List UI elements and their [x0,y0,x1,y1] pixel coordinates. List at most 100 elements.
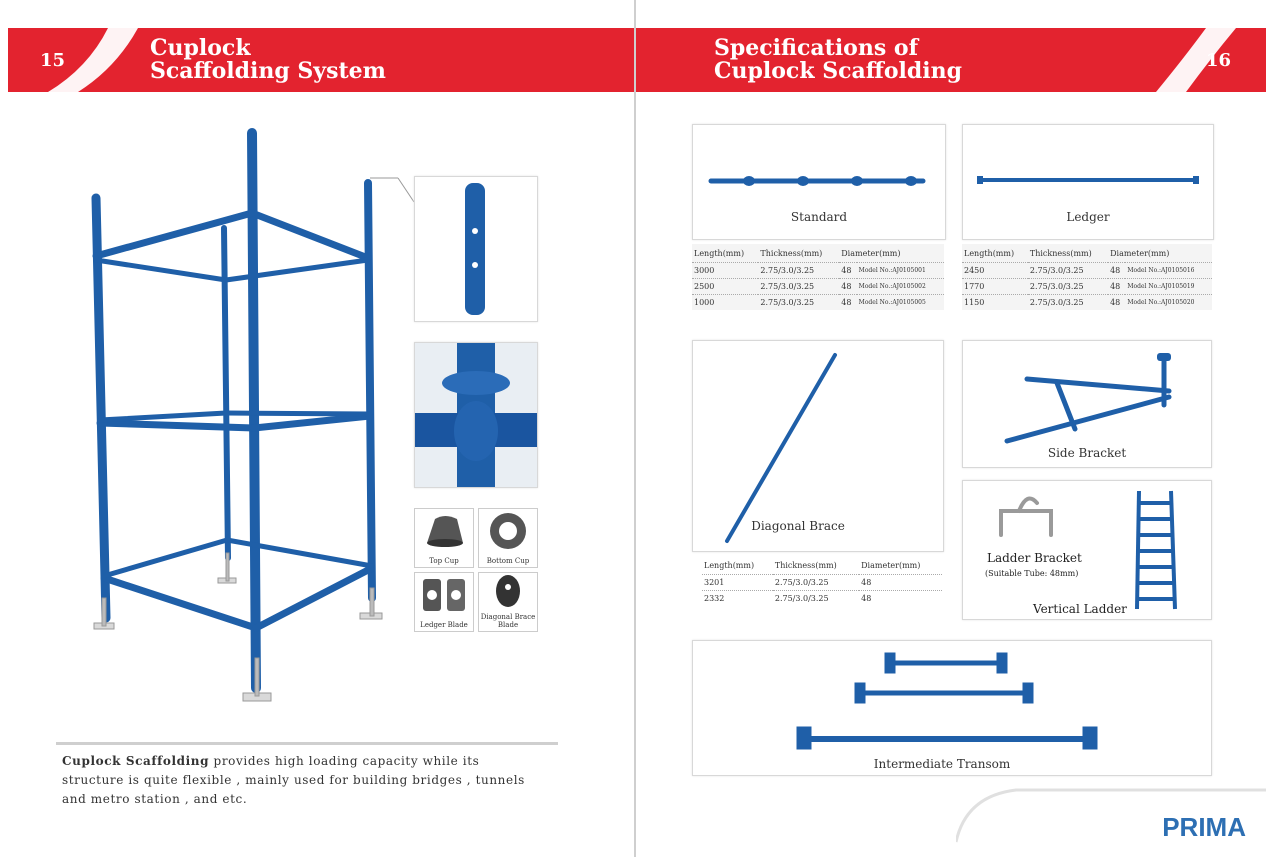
cell: 48 [1108,262,1126,279]
footer-swoosh [956,788,1266,843]
diagonal-brace-image [725,353,837,543]
bottom-cup-label: Bottom Cup [486,557,530,565]
standard-label: Standard [790,210,848,224]
book-spine [634,0,636,857]
cell: 2.75/3.0/3.25 [758,278,840,295]
col-header: Diameter(mm) [861,560,921,570]
col-header: Diameter(mm) [841,248,901,258]
cell: 48 [859,574,942,591]
cell: 2.75/3.0/3.25 [1027,262,1109,279]
cell: 1150 [962,294,1028,310]
cell: 3000 [692,262,759,279]
cell: 2.75/3.0/3.25 [772,574,860,591]
right-banner: Specifications of Cuplock Scaffolding 16 [636,28,1266,92]
cell: 48 [839,262,857,279]
banner-swoosh [1156,28,1236,92]
cell: 2332 [702,590,773,606]
top-cup-part: Top Cup [414,508,474,568]
cup-joint-detail-image [414,342,538,488]
page-number: 15 [40,50,66,71]
page-title-line1: Specifications of [714,35,919,61]
col-header: Length(mm) [694,248,745,258]
cell: 48 [839,294,857,310]
cell: 2.75/3.0/3.25 [758,262,840,279]
intermediate-transom-card: Intermediate Transom [692,640,1212,776]
col-header: Thickness(mm) [760,248,823,258]
side-bracket-image [1004,353,1172,444]
diagonal-brace-spec-table: Length(mm) Thickness(mm) Diameter(mm) 3201… [702,556,942,606]
page-title-line2: Cuplock Scaffolding [714,58,962,84]
standard-spec-table: Length(mm) Thickness(mm) Diameter(mm) 3000… [692,244,944,310]
ladder-bracket-label: Ladder Bracket [987,551,1082,565]
ledger-label: Ledger [1066,210,1110,224]
ledger-spec-table: Length(mm)Thickness(mm)Diameter(mm) 2450… [962,244,1212,310]
left-page: 15 Cuplock Scaffolding System [8,28,634,809]
cell: 2.75/3.0/3.25 [772,590,860,606]
diagonal-brace-blade-part: Diagonal Brace Blade [478,572,538,632]
page-title: Specifications of Cuplock Scaffolding [714,37,962,83]
standard-image [708,176,926,186]
standard-card: Standard [692,124,946,240]
cell: Model No.:AJ0105019 [1125,278,1212,295]
cell: Model No.:AJ0105001 [856,262,944,279]
callout-line [370,177,415,203]
cell: 3201 [702,574,773,591]
cell: 48 [839,278,857,295]
cell: 2450 [962,262,1028,279]
ledger-blade-part: Ledger Blade [414,572,474,632]
description-bold: Cuplock Scaffolding [62,754,210,768]
page-title-line1: Cuplock [150,35,251,61]
vertical-ladder-label: Vertical Ladder [1033,602,1127,616]
banner-swoosh [48,28,138,92]
diagonal-brace-card: Diagonal Brace [692,340,944,552]
page-title-line2: Scaffolding System [150,58,386,84]
side-bracket-card: Side Bracket [962,340,1212,468]
ledger-image [977,176,1199,184]
cell: 1770 [962,278,1028,295]
diagonal-brace-blade-label: Diagonal Brace Blade [480,613,536,629]
cell: 48 [1108,278,1126,295]
ledger-blade-label: Ledger Blade [420,621,468,629]
scaffold-tower-image [91,128,383,702]
description-divider [56,742,558,745]
col-header: Thickness(mm) [774,560,837,570]
intermediate-transom-image [796,652,1098,750]
description-body: provides high loading capacity while its… [62,754,525,806]
cell: Model No.:AJ0105002 [856,278,944,295]
top-cup-label: Top Cup [429,557,459,565]
ledger-card: Ledger [962,124,1214,240]
page-number: 16 [1206,50,1232,71]
cell: 1000 [692,294,759,310]
vertical-ladder-image [1135,490,1177,610]
intermediate-transom-label: Intermediate Transom [873,757,1011,771]
cell: Model No.:AJ0105005 [856,294,944,310]
cell: 48 [859,590,942,606]
description-text: Cuplock Scaffolding provides high loadin… [62,752,542,809]
cell: Model No.:AJ0105016 [1125,262,1212,279]
ladder-bracket-note: (Suitable Tube: 48mm) [985,569,1079,578]
cell: 2.75/3.0/3.25 [758,294,840,310]
right-page: Specifications of Cuplock Scaffolding 16… [636,0,1266,857]
ladder-card: Ladder Bracket (Suitable Tube: 48mm) Ver… [962,480,1212,620]
cell: 48 [1108,294,1126,310]
left-banner: 15 Cuplock Scaffolding System [8,28,634,92]
bottom-cup-part: Bottom Cup [478,508,538,568]
brand-logo: PRIMA [1162,812,1246,842]
cell: Model No.:AJ0105020 [1125,294,1212,310]
cell: 2.75/3.0/3.25 [1027,294,1109,310]
col-header: Diameter(mm) [1110,248,1170,258]
col-header: Length(mm) [704,560,755,570]
ladder-bracket-image [999,496,1053,537]
page-title: Cuplock Scaffolding System [150,37,386,83]
side-bracket-label: Side Bracket [1047,446,1127,460]
diagonal-brace-label: Diagonal Brace [751,519,845,533]
cell: 2.75/3.0/3.25 [1027,278,1109,295]
